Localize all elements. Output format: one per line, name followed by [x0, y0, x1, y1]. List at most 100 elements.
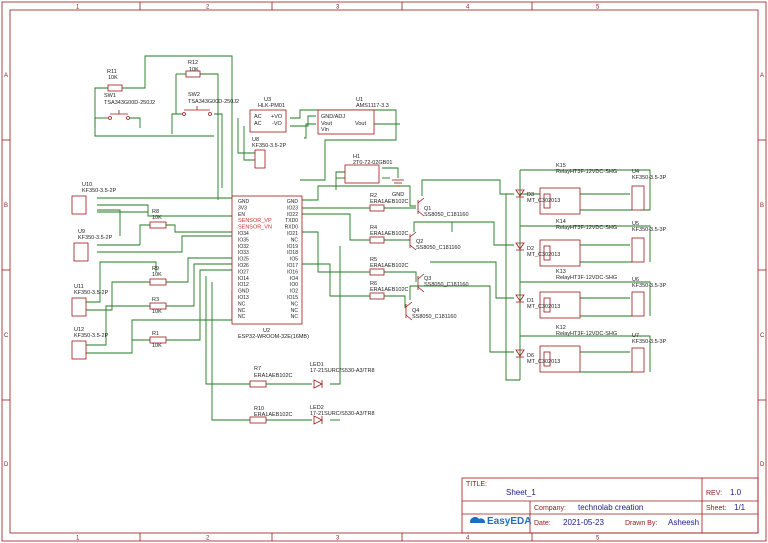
transistor-q4[interactable]: Q4 SS8050_C181160: [405, 301, 457, 321]
esp32-right-pin: GND: [287, 199, 299, 205]
esp32-right-pin: IO0: [290, 282, 298, 288]
ref-label: R9: [152, 266, 159, 272]
title-block: TITLE: Sheet_1 REV: 1.0 Company: technol…: [461, 477, 759, 534]
resistor-r3[interactable]: R3 10K: [149, 297, 167, 315]
terminal-u7[interactable]: U7 KF350-3.5-3P: [631, 333, 667, 373]
value-label: 2T0-72-02GB01: [353, 160, 392, 166]
terminal-u9[interactable]: U9 KF350-3.5-2P: [73, 229, 113, 262]
terminal-u4[interactable]: U4 KF350-3.5-3P: [631, 169, 667, 211]
resistor-r2[interactable]: R2 ERA1AEB102C: [369, 193, 409, 212]
pin-label: Vout: [321, 121, 332, 127]
resistor-r6[interactable]: R6 ERA1AEB102C: [369, 281, 409, 300]
date-label: Date:: [534, 520, 551, 527]
regulator-u1[interactable]: U1 AMS1117-3.3 GND/ADJ Vout Vout Vin: [317, 97, 389, 135]
value-label: 10K: [152, 272, 162, 278]
terminal-u5[interactable]: U5 KF350-3.5-3P: [631, 221, 667, 263]
resistor-r5[interactable]: R5 ERA1AEB102C: [369, 257, 409, 276]
value-label: KF350-3.5-2P: [82, 188, 117, 194]
resistor-r1[interactable]: R1 10K: [149, 331, 167, 349]
header-h1[interactable]: H1 2T0-72-02GB01: [344, 154, 392, 184]
relay-k12[interactable]: K12 RelayHT3F-12VDC-SHG: [539, 325, 617, 373]
ref-label: R7: [254, 366, 261, 372]
resistor-r8[interactable]: R8 10K: [149, 209, 167, 229]
power-module-u3[interactable]: U3 HLK-PM01 AC AC +VO -VO: [249, 97, 287, 133]
ref-label: LED1: [310, 362, 324, 368]
led-led2[interactable]: LED2 17-21SURC/S530-A3/TR8: [310, 405, 375, 425]
resistor-r7[interactable]: R7 ERA1AEB102C: [249, 366, 293, 388]
resistor-r9[interactable]: R9 10K: [149, 266, 167, 286]
relay-k14[interactable]: K14 RelayHT3F-12VDC-SHG: [539, 219, 617, 267]
relay-k13[interactable]: K13 RelayHT3F-12VDC-SHG: [539, 269, 617, 319]
value-label: AMS1117-3.3: [356, 103, 389, 109]
esp32-right-pin: NC: [291, 314, 299, 320]
resistor-r11[interactable]: R11 10K: [107, 69, 123, 92]
value-label: KF350-3.5-3P: [632, 339, 667, 345]
diode-d1[interactable]: D1 MT_C302013: [515, 294, 560, 310]
value-label: KF350-3.5-2P: [74, 333, 109, 339]
row-label: A: [4, 73, 8, 79]
ref-label: SW2: [188, 92, 200, 98]
esp32-left-pin: NC: [238, 314, 246, 320]
relay-k15[interactable]: K15 RelayHT3F-12VDC-SHG: [539, 163, 617, 215]
led-led1[interactable]: LED1 17-21SURC/S530-A3/TR8: [310, 362, 375, 389]
diode-d3[interactable]: D3 MT_C302013: [515, 189, 560, 204]
terminal-u8[interactable]: U8 KF350-3.5-2P: [252, 137, 287, 169]
easyeda-logo: EasyEDA: [470, 516, 531, 527]
value-label: ERA1AEB102C: [370, 199, 409, 205]
esp32-left-pin: 3V3: [238, 205, 247, 211]
pin-label: +VO: [271, 114, 283, 120]
esp32-left-pin: IO13: [238, 295, 249, 301]
ref-label: U6: [632, 277, 639, 283]
transistor-q3[interactable]: Q3 SS8050_C181160: [417, 273, 469, 293]
terminal-u6[interactable]: U6 KF350-3.5-3P: [631, 277, 667, 317]
esp32-right-pin: IO19: [287, 244, 298, 250]
title-value: Sheet_1: [506, 488, 536, 497]
esp32-right-pin: IO2: [290, 289, 298, 295]
ref-label: D1: [527, 298, 534, 304]
mcu-u2[interactable]: U2 ESP32-WROOM-32E(16MB) GND3V3ENSENSOR_…: [231, 195, 309, 340]
resistor-r12[interactable]: R12 10K: [185, 60, 201, 78]
value-label: RelayHT3F-12VDC-SHG: [556, 169, 617, 175]
col-label: 2: [206, 5, 210, 11]
col-label: 4: [466, 5, 470, 11]
transistor-q2[interactable]: Q2 SS8050_C181160: [409, 231, 461, 251]
value-label: ERA1AEB102C: [254, 373, 293, 379]
resistor-r10[interactable]: R10 ERA1AEB102C: [249, 406, 293, 424]
gnd-label: GND: [392, 192, 404, 198]
col-label: 4: [466, 536, 470, 542]
value-label: RelayHT3F-12VDC-SHG: [556, 331, 617, 337]
terminal-u12[interactable]: U12 KF350-3.5-2P: [71, 327, 109, 360]
terminal-u10[interactable]: U10 KF350-3.5-2P: [71, 182, 117, 215]
transistor-q1[interactable]: Q1 SS8050_C181160: [417, 197, 469, 218]
esp32-right-pin: IO4: [290, 276, 298, 282]
switch-sw2[interactable]: SW2 TSA343G00D-250J2: [182, 92, 240, 116]
value-label: MT_C302013: [527, 359, 560, 365]
col-label: 3: [336, 536, 340, 542]
pin-label: Vin: [321, 127, 329, 133]
value-label: MT_C302013: [527, 198, 560, 204]
sheet-label: Sheet:: [706, 505, 726, 512]
ground-symbol: GND: [392, 179, 404, 198]
ref-label: Q1: [424, 206, 431, 212]
diode-d6[interactable]: D6 MT_C302013: [515, 349, 560, 365]
terminal-u11[interactable]: U11 KF350-3.5-2P: [71, 284, 109, 317]
esp32-right-pin: IO5: [290, 257, 298, 263]
resistor-r4[interactable]: R4 ERA1AEB102C: [369, 225, 409, 244]
col-label: 3: [336, 5, 340, 11]
title-label: TITLE:: [466, 481, 487, 488]
drawn-value: Asheesh: [668, 518, 699, 527]
row-label: A: [760, 73, 764, 79]
value-label: ERA1AEB102C: [254, 412, 293, 418]
ref-label: R8: [152, 209, 159, 215]
value-label: MT_C302013: [527, 304, 560, 310]
col-label: 5: [596, 536, 600, 542]
value-label: SS8050_C181160: [424, 212, 469, 218]
switch-sw1[interactable]: SW1 TSA343G00D-250J2: [104, 93, 155, 120]
ref-label: R3: [152, 297, 159, 303]
ref-label: R6: [370, 281, 377, 287]
esp32-left-pin: IO27: [238, 269, 249, 275]
diode-d2[interactable]: D2 MT_C302013: [515, 242, 560, 258]
esp32-right-pin: IO15: [287, 295, 298, 301]
